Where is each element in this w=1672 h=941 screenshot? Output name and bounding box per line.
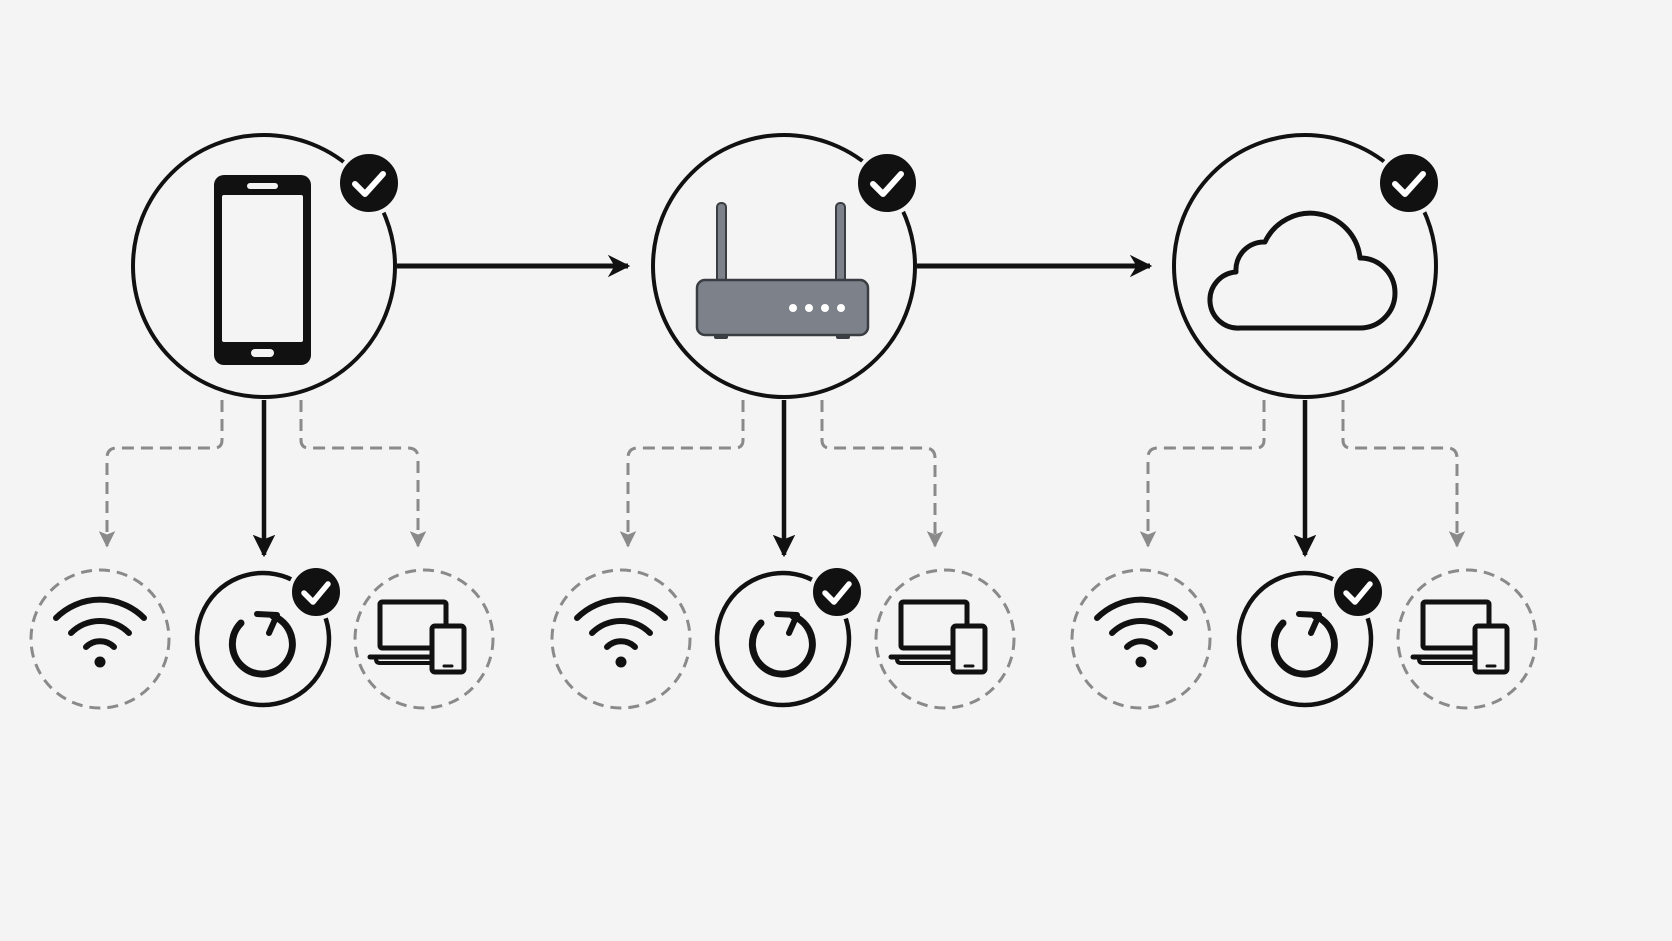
refresh-icon	[232, 614, 292, 674]
check-badge-icon	[1378, 152, 1440, 214]
check-badge-icon	[856, 152, 918, 214]
refresh-option-node[interactable]	[714, 570, 852, 708]
refresh-option-node[interactable]	[194, 570, 332, 708]
dashed-branch-right	[299, 400, 427, 548]
dashed-branch-left	[619, 400, 745, 548]
node-group-phone	[29, 133, 495, 710]
dashed-branch-right	[1341, 400, 1466, 548]
devices-option-node[interactable]	[353, 568, 495, 710]
refresh-icon	[752, 614, 812, 674]
dashed-branch-right	[820, 400, 944, 548]
wifi-option-node[interactable]	[29, 568, 171, 710]
laptop-tablet-icon	[370, 602, 464, 672]
refresh-icon	[1274, 614, 1334, 674]
laptop-tablet-icon	[891, 602, 985, 672]
cloud-node[interactable]	[1172, 133, 1438, 399]
wifi-icon	[577, 600, 665, 668]
phone-node[interactable]	[131, 133, 397, 399]
dashed-branch-left	[1139, 400, 1266, 548]
wifi-option-node[interactable]	[1070, 568, 1212, 710]
check-badge-icon	[811, 566, 863, 618]
dashed-branch-left	[98, 400, 224, 548]
devices-option-node[interactable]	[874, 568, 1016, 710]
check-badge-icon	[338, 152, 400, 214]
cloud-icon	[1207, 210, 1398, 331]
wifi-option-node[interactable]	[550, 568, 692, 710]
smartphone-icon	[214, 175, 311, 365]
wifi-icon	[56, 600, 144, 668]
router-node[interactable]	[651, 133, 917, 399]
router-icon	[695, 202, 870, 339]
refresh-option-node[interactable]	[1236, 570, 1374, 708]
check-badge-icon	[290, 566, 342, 618]
node-group-cloud	[1070, 133, 1538, 710]
laptop-tablet-icon	[1413, 602, 1507, 672]
node-group-router	[550, 133, 1016, 710]
check-badge-icon	[1332, 566, 1384, 618]
wifi-icon	[1097, 600, 1185, 668]
devices-option-node[interactable]	[1396, 568, 1538, 710]
